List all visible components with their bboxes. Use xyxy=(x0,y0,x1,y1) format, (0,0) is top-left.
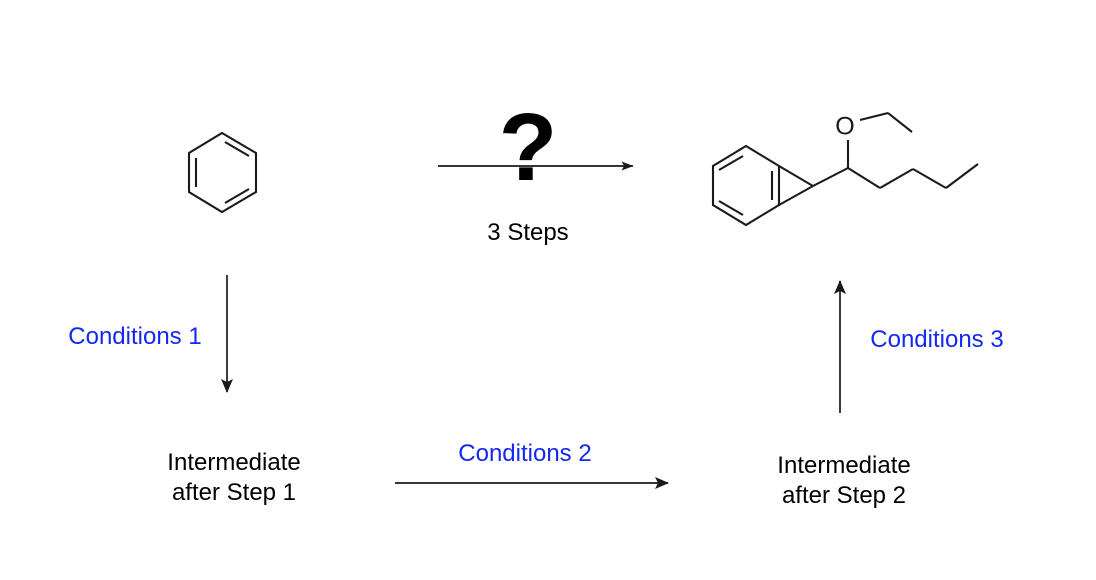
intermediate-2-line-2: after Step 2 xyxy=(782,482,906,509)
intermediate-2-line-1: Intermediate xyxy=(777,452,910,479)
conditions-1-label: Conditions 1 xyxy=(68,323,201,350)
conditions-3-label: Conditions 3 xyxy=(870,326,1003,353)
three-steps-label: 3 Steps xyxy=(487,219,568,246)
intermediate-1-line-1: Intermediate xyxy=(167,449,300,476)
atom-label-oxygen: O xyxy=(835,113,854,141)
conditions-2-label: Conditions 2 xyxy=(458,440,591,467)
structure-benzene xyxy=(187,131,258,214)
question-mark-glyph: ? xyxy=(499,94,558,201)
intermediate-1-line-2: after Step 1 xyxy=(172,479,296,506)
structure-product-ethoxypentylbenzene: O xyxy=(711,111,979,227)
oxygen-label-mask xyxy=(833,115,857,139)
